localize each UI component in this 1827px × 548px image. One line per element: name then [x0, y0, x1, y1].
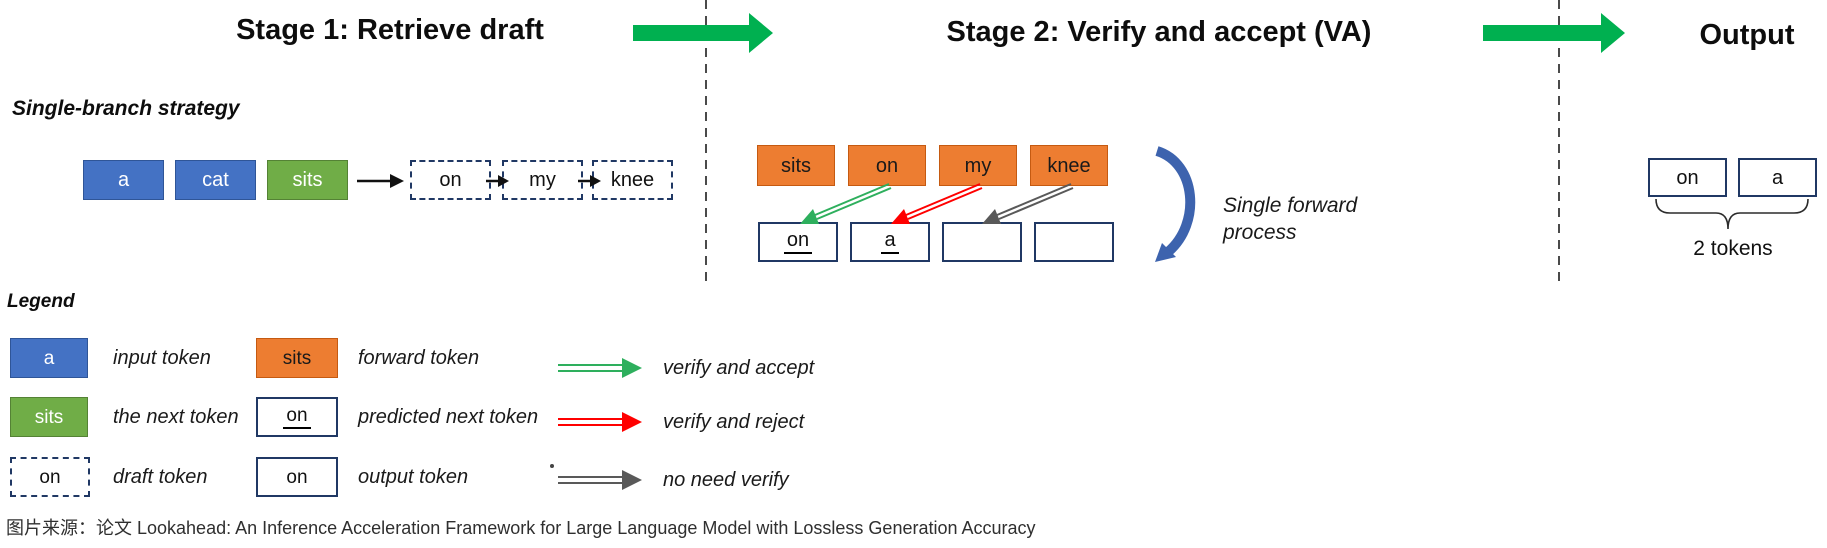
image-source-caption: 图片来源：论文 Lookahead: An Inference Accelera… [6, 518, 1036, 538]
legend-input-token-label: input token [113, 346, 211, 369]
arrow-shape [1483, 13, 1625, 53]
single-branch-strategy-label: Single-branch strategy [12, 97, 240, 120]
stage2-title: Stage 2: Verify and accept (VA) [946, 16, 1372, 48]
draft-token-box: knee [592, 160, 673, 200]
legend-draft-token-label: draft token [113, 465, 208, 488]
verify-reject-arrow-icon [891, 183, 983, 224]
next-token-box: sits [267, 160, 348, 200]
legend-next-token-swatch: sits [10, 397, 88, 437]
draft-token-box: on [410, 160, 491, 200]
single-forward-process-label: Single forward process [1223, 194, 1358, 244]
forward-token-box: my [939, 145, 1017, 186]
empty-token-box [1034, 222, 1114, 262]
legend-next-token-label: the next token [113, 405, 239, 428]
legend-verify-reject-label: verify and reject [663, 410, 805, 433]
legend-output-token-swatch: on [256, 457, 338, 497]
stage1-to-stage2-arrow-icon [633, 13, 773, 53]
legend-forward-token-swatch: sits [256, 338, 338, 378]
legend-verify-reject-arrow-icon [558, 412, 642, 432]
predicted-token-text: a [881, 230, 899, 254]
forward-token-box: sits [757, 145, 835, 186]
predicted-token-box: a [850, 222, 930, 262]
verify-accept-arrow-icon [800, 183, 892, 224]
legend-verify-accept-arrow-icon [558, 358, 642, 378]
legend-title: Legend [7, 291, 75, 312]
stray-dot [550, 464, 554, 468]
retrieve-arrow-icon [357, 174, 404, 188]
empty-token-box [942, 222, 1022, 262]
predicted-token-text: on [783, 230, 813, 254]
forward-process-curve-arrow-icon [1155, 146, 1196, 262]
stage2-to-output-arrow-icon [1483, 13, 1625, 53]
legend-predicted-token-swatch: on [256, 397, 338, 437]
output-brace-icon [1655, 198, 1809, 230]
output-token-box: a [1738, 158, 1817, 197]
predicted-token-box: on [758, 222, 838, 262]
forward-token-box: knee [1030, 145, 1108, 186]
legend-predicted-token-label: predicted next token [358, 405, 539, 428]
stage1-title: Stage 1: Retrieve draft [236, 14, 544, 46]
legend-no-need-verify-arrow-icon [558, 470, 642, 490]
legend-forward-token-label: forward token [358, 346, 480, 369]
no-need-verify-arrow-icon [982, 183, 1074, 224]
draft-token-box: my [502, 160, 583, 200]
input-token-box: cat [175, 160, 256, 200]
input-token-box: a [83, 160, 164, 200]
legend-input-token-swatch: a [10, 338, 88, 378]
legend-no-need-verify-label: no need verify [663, 468, 789, 491]
legend-predicted-token-text: on [283, 406, 311, 429]
legend-verify-accept-label: verify and accept [663, 356, 815, 379]
arrow-shape [633, 13, 773, 53]
forward-token-box: on [848, 145, 926, 186]
output-token-box: on [1648, 158, 1727, 197]
legend-draft-token-swatch: on [10, 457, 90, 497]
output-title: Output [1699, 19, 1795, 51]
token-count-label: 2 tokens [1693, 237, 1773, 260]
legend-output-token-label: output token [358, 465, 469, 488]
